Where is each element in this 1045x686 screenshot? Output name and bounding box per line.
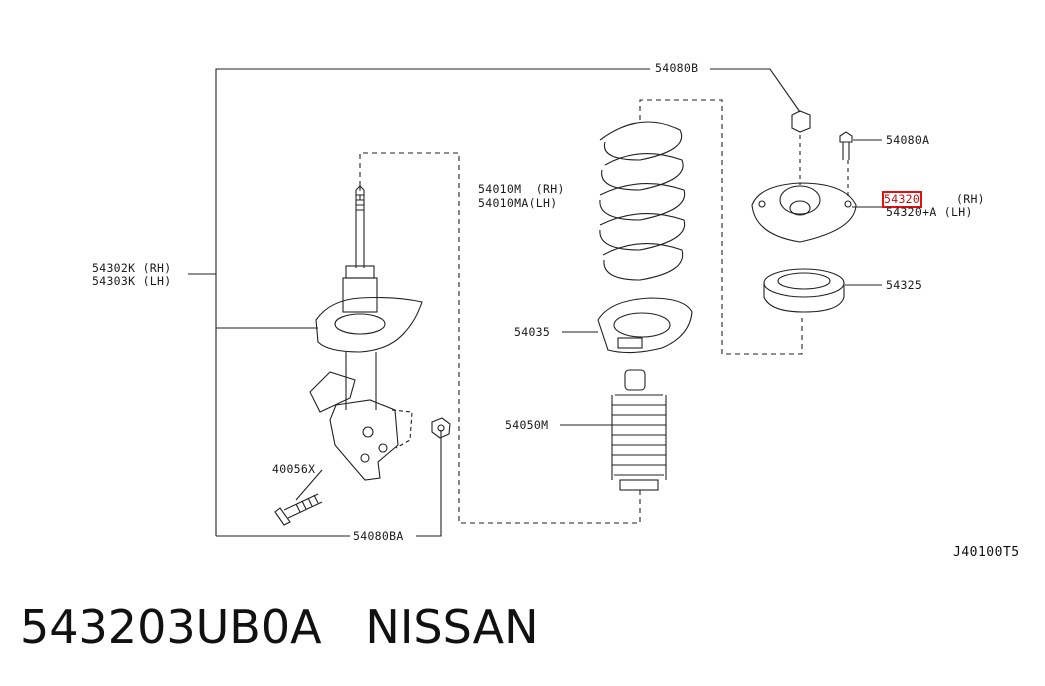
figure-id: J40100T5 [953, 545, 1020, 560]
diagram-drawing [188, 68, 882, 537]
label-54303k[interactable]: 54303K (LH) [92, 274, 172, 288]
part-caption: 543203UB0A NISSAN [20, 600, 539, 654]
label-54080b[interactable]: 54080B [655, 61, 699, 75]
label-54080ba[interactable]: 54080BA [353, 529, 404, 543]
label-54010ma[interactable]: 54010MA(LH) [478, 196, 558, 210]
label-54080a[interactable]: 54080A [886, 133, 930, 147]
label-54325[interactable]: 54325 [886, 278, 923, 292]
leader-54080B [215, 68, 650, 536]
label-54320-rh: (RH) [956, 192, 985, 206]
label-54320-highlighted[interactable]: 54320 [881, 191, 923, 208]
label-54302k[interactable]: 54302K (RH) [92, 261, 172, 275]
parts-diagram: 54080B 54080A 54320 (RH) 54320+A (LH) 54… [92, 61, 985, 543]
label-40056x[interactable]: 40056X [272, 462, 316, 476]
label-54320a[interactable]: 54320+A (LH) [886, 205, 973, 219]
label-54035[interactable]: 54035 [514, 325, 551, 339]
label-54050m[interactable]: 54050M [505, 418, 549, 432]
label-54010m[interactable]: 54010M (RH) [478, 182, 565, 196]
